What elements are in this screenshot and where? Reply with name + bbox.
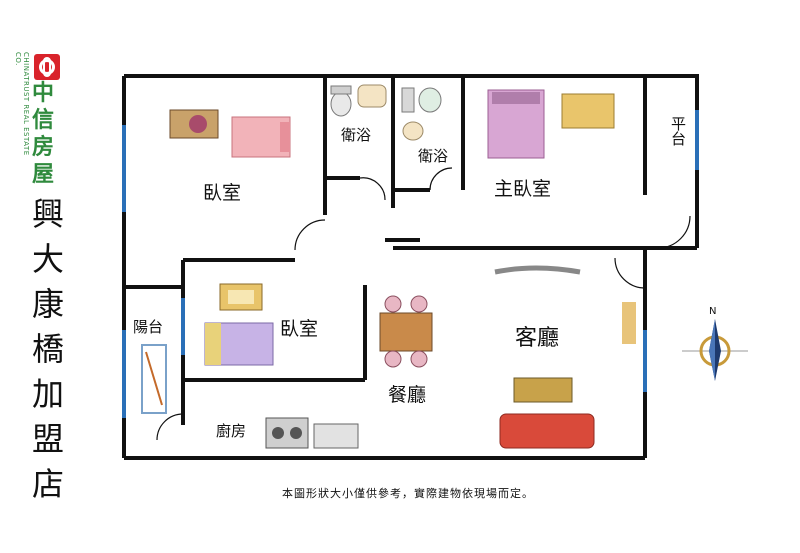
brand-logo-icon (34, 54, 60, 80)
room-label-bath-1: 衛浴 (341, 126, 372, 144)
furniture (141, 84, 636, 449)
disclaimer-text: 本圖形狀大小僅供參考，實際建物依現場而定。 (282, 487, 534, 500)
room-label-dining-room: 餐廳 (388, 384, 427, 406)
brand-side-text: CHINATRUST REAL ESTATE CO. (14, 52, 30, 156)
room-label-master-bedroom: 主臥室 (494, 178, 552, 200)
room-label-bedroom-mid: 臥室 (280, 318, 319, 340)
compass-north-label: N (709, 306, 717, 317)
room-label-bedroom-top-left: 臥室 (203, 182, 242, 204)
doors (156, 167, 691, 441)
room-label-bath-2: 衛浴 (418, 147, 449, 165)
room-label-kitchen: 廚房 (216, 422, 247, 440)
store-name: 興大康橋加盟店 (31, 195, 64, 503)
room-label-living-room: 客廳 (515, 326, 560, 351)
windows (122, 110, 699, 418)
brand-name: 中信房屋 (32, 81, 55, 187)
compass-icon (682, 319, 748, 381)
room-label-terrace: 平台 (669, 116, 687, 146)
room-label-balcony: 陽台 (133, 318, 164, 336)
